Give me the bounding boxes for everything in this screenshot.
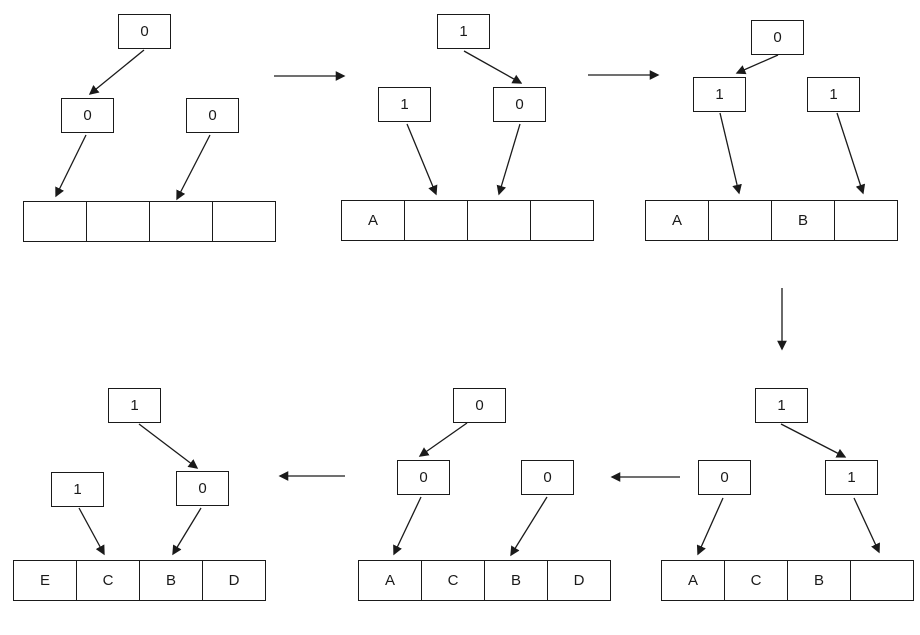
step6-cell-2: C [76, 560, 140, 601]
step1-array [23, 201, 276, 242]
step5-cell-1: A [358, 560, 422, 601]
step5-cell-3: B [484, 560, 548, 601]
step6-edge-root-to-right [138, 423, 199, 469]
step6-right-node: 0 [176, 471, 229, 506]
step5-edge-root-to-left [418, 422, 468, 457]
step1-cell-1 [23, 201, 87, 242]
step4-edge-right-to-cell4 [853, 497, 880, 554]
step2-array: A [341, 200, 594, 241]
step3-cell-1: A [645, 200, 709, 241]
step4-left-node: 0 [698, 460, 751, 495]
step4-edge-left-to-cell1 [696, 497, 724, 556]
step2-cell-2 [404, 200, 468, 241]
step6-root-node: 1 [108, 388, 161, 423]
step5-array: A C B D [358, 560, 611, 601]
step6-left-node: 1 [51, 472, 104, 507]
step1-edge-right-to-cell3 [176, 134, 211, 201]
step4-cell-3: B [787, 560, 851, 601]
step1-cell-4 [212, 201, 276, 242]
step6-edge-left-to-cell2 [78, 507, 105, 556]
step5-edge-left-to-cell1 [393, 496, 422, 556]
step3-edge-left-to-cell2 [719, 112, 742, 195]
step4-root-node: 1 [755, 388, 808, 423]
step2-cell-1: A [341, 200, 405, 241]
step4-cell-1: A [661, 560, 725, 601]
step5-cell-2: C [421, 560, 485, 601]
step2-cell-3 [467, 200, 531, 241]
step3-cell-2 [708, 200, 772, 241]
step3-cell-4 [834, 200, 898, 241]
step3-edge-root-to-left [735, 54, 779, 75]
step3-root-node: 0 [751, 20, 804, 55]
step1-root-node: 0 [118, 14, 171, 49]
step5-right-node: 0 [521, 460, 574, 495]
step5-cell-4: D [547, 560, 611, 601]
step5-left-node: 0 [397, 460, 450, 495]
step6-cell-1: E [13, 560, 77, 601]
step6-array: E C B D [13, 560, 266, 601]
step6-edge-right-to-cell3 [172, 507, 202, 556]
step3-left-node: 1 [693, 77, 746, 112]
step2-root-node: 1 [437, 14, 490, 49]
step3-cell-3: B [771, 200, 835, 241]
step3-right-node: 1 [807, 77, 860, 112]
step4-edge-root-to-right [780, 423, 847, 458]
step1-cell-3 [149, 201, 213, 242]
step2-edge-left-to-cell2 [406, 123, 438, 196]
step4-array: A C B [661, 560, 914, 601]
step4-cell-4 [850, 560, 914, 601]
step3-edge-right-to-cell4 [836, 112, 866, 195]
step2-edge-right-to-cell3 [496, 123, 521, 196]
step4-cell-2: C [724, 560, 788, 601]
step3-array: A B [645, 200, 898, 241]
step1-edge-left-to-cell1 [55, 134, 87, 198]
step2-edge-root-to-right [463, 50, 523, 84]
step1-edge-root-to-left [88, 49, 145, 95]
step6-cell-4: D [202, 560, 266, 601]
step5-edge-right-to-cell3 [510, 496, 548, 557]
step2-left-node: 1 [378, 87, 431, 122]
step1-right-node: 0 [186, 98, 239, 133]
step6-cell-3: B [139, 560, 203, 601]
step2-cell-4 [530, 200, 594, 241]
step1-cell-2 [86, 201, 150, 242]
step2-right-node: 0 [493, 87, 546, 122]
step5-root-node: 0 [453, 388, 506, 423]
step4-right-node: 1 [825, 460, 878, 495]
step1-left-node: 0 [61, 98, 114, 133]
